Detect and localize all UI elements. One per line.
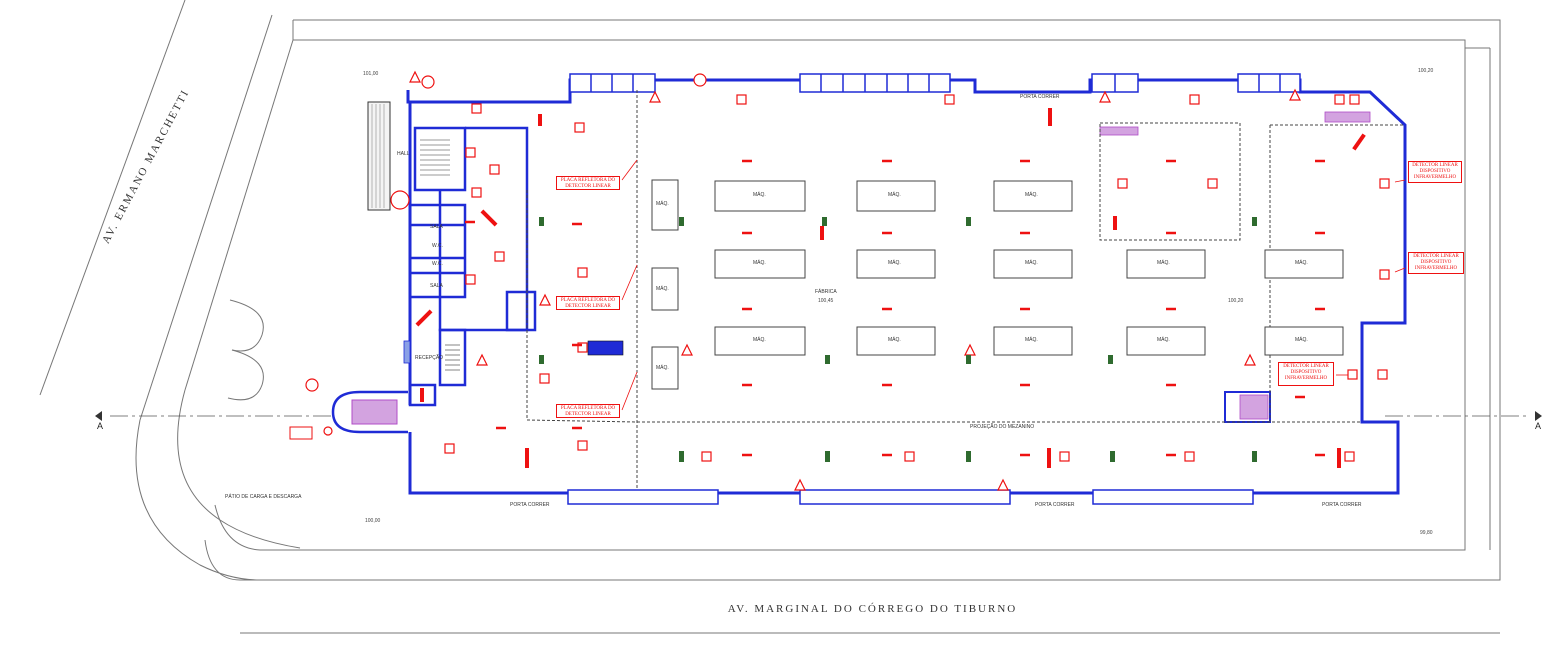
machine-label-3: MÁQ.: [1025, 192, 1038, 198]
machine-label-6: MÁQ.: [1025, 260, 1038, 266]
warning-triangles: [409, 70, 1301, 491]
mezzanine-stair-mid: [1099, 126, 1139, 136]
emergency-lights: [465, 159, 1325, 457]
street-left-lines: [39, 0, 301, 581]
note-detector-3: DETECTOR LINEAR DISPOSITIVO INFRAVERMELH…: [1278, 362, 1334, 386]
section-mark-left: A: [97, 421, 104, 431]
machine-label-13: MÁQ.: [1295, 337, 1308, 343]
lot-boundary: [204, 19, 1501, 634]
machine-label-9: MÁQ.: [753, 337, 766, 343]
elevation-6: 99,80: [1420, 530, 1433, 536]
section-mark-right: A: [1535, 421, 1542, 431]
machines: [651, 179, 1344, 390]
label-sala-2: SALA: [430, 283, 443, 289]
office-stair: [420, 139, 460, 371]
label-patio: PÁTIO DE CARGA E DESCARGA: [225, 494, 302, 500]
mezzanine-stair-top: [1324, 111, 1371, 123]
machine-label-1: MÁQ.: [753, 192, 766, 198]
mezzanine-projections: [526, 90, 1405, 493]
label-porta-2: PORTA CORRER: [1035, 502, 1075, 508]
wc-blocks-top: [569, 73, 1301, 93]
machine-label-2: MÁQ.: [888, 192, 901, 198]
machine-label-5: MÁQ.: [888, 260, 901, 266]
label-porta-3: PORTA CORRER: [1322, 502, 1362, 508]
green-markers: [539, 217, 1257, 462]
hose-cabinet: [587, 340, 624, 356]
machine-label-8: MÁQ.: [1295, 260, 1308, 266]
section-arrow-left: [95, 411, 102, 421]
label-fabrica: FÁBRICA: [815, 289, 837, 295]
note-detector-2: DETECTOR LINEAR DISPOSITIVO INFRAVERMELH…: [1408, 252, 1464, 274]
note-placa-2: PLACA REFLETORA DO DETECTOR LINEAR: [556, 296, 620, 310]
machine-label-7: MÁQ.: [1157, 260, 1170, 266]
section-arrow-right: [1535, 411, 1542, 421]
note-placa-1: PLACA REFLETORA DO DETECTOR LINEAR: [556, 176, 620, 190]
leader-lines: [621, 159, 1406, 411]
machine-label-15: MÁQ.: [656, 286, 669, 292]
office-core: [408, 126, 537, 407]
label-porta-1: PORTA CORRER: [510, 502, 550, 508]
elevation-4: 100,20: [1228, 298, 1244, 304]
elevation-2: 100,20: [1418, 68, 1434, 74]
loading-sign: [289, 426, 313, 440]
machine-label-16: MÁQ.: [656, 365, 669, 371]
front-doors: [567, 489, 1254, 505]
note-placa-3: PLACA REFLETORA DO DETECTOR LINEAR: [556, 404, 620, 418]
machine-label-4: MÁQ.: [753, 260, 766, 266]
label-recepcao: RECEPÇÃO: [415, 355, 444, 361]
entrance-canopy-hatch: [371, 104, 385, 208]
street-name-bottom: AV. MARGINAL DO CÓRREGO DO TIBURNO: [727, 603, 1018, 615]
elevation-1: 101,00: [363, 71, 379, 77]
label-hall: HALL: [397, 151, 410, 157]
label-porta-4: PORTA CORRER: [1020, 94, 1060, 100]
note-detector-1: DETECTOR LINEAR DISPOSITIVO INFRAVERMELH…: [1408, 161, 1462, 183]
label-sala-1: SALA: [430, 224, 443, 230]
label-projecao: PROJEÇÃO DO MEZANINO: [970, 424, 1035, 430]
label-wc-1: W.C.: [432, 243, 443, 249]
entrance-round-stair: [331, 390, 408, 434]
reception-counter: [403, 340, 411, 364]
building-walls: [406, 78, 1407, 495]
label-wc-2: W.C.: [432, 261, 443, 267]
elevation-3: 100,45: [818, 298, 834, 304]
rear-stair-treads: [1239, 394, 1269, 420]
machine-label-12: MÁQ.: [1157, 337, 1170, 343]
exit-arrows: [415, 108, 1366, 468]
machine-label-11: MÁQ.: [1025, 337, 1038, 343]
elevation-5: 100,00: [365, 518, 381, 524]
safety-signs: [444, 94, 1390, 462]
machine-label-14: MÁQ.: [656, 201, 669, 207]
machine-label-10: MÁQ.: [888, 337, 901, 343]
alarm-buttons: [305, 73, 707, 436]
entrance-canopy: [367, 101, 391, 211]
